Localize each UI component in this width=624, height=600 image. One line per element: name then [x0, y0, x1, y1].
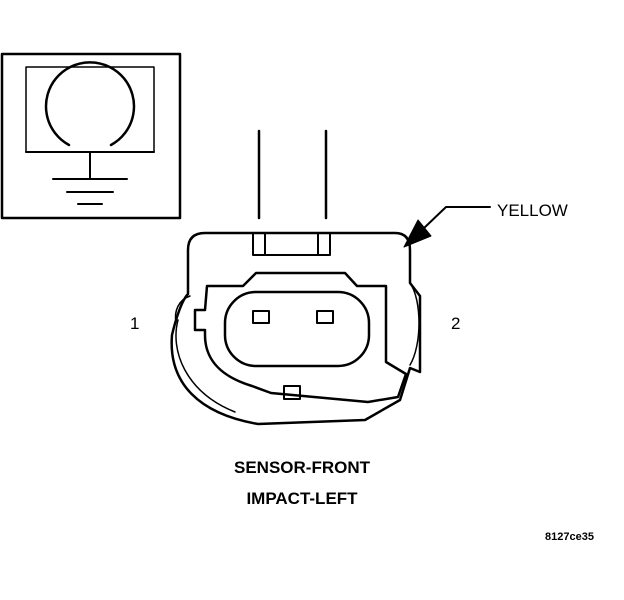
connector-caption-line-2: IMPACT-LEFT [246, 489, 358, 508]
yellow-leader-arrow [403, 206, 491, 248]
wire-color-label: YELLOW [497, 201, 568, 220]
connector-caption-line-1: SENSOR-FRONT [234, 458, 370, 477]
pin-2-label: 2 [451, 314, 461, 333]
pin-1-label: 1 [130, 314, 140, 333]
figure-id: 8127ce35 [545, 531, 594, 543]
connector-wires [257, 129, 328, 220]
connector-body [170, 231, 422, 426]
impact-sensor-ground-symbol-icon [0, 52, 182, 220]
